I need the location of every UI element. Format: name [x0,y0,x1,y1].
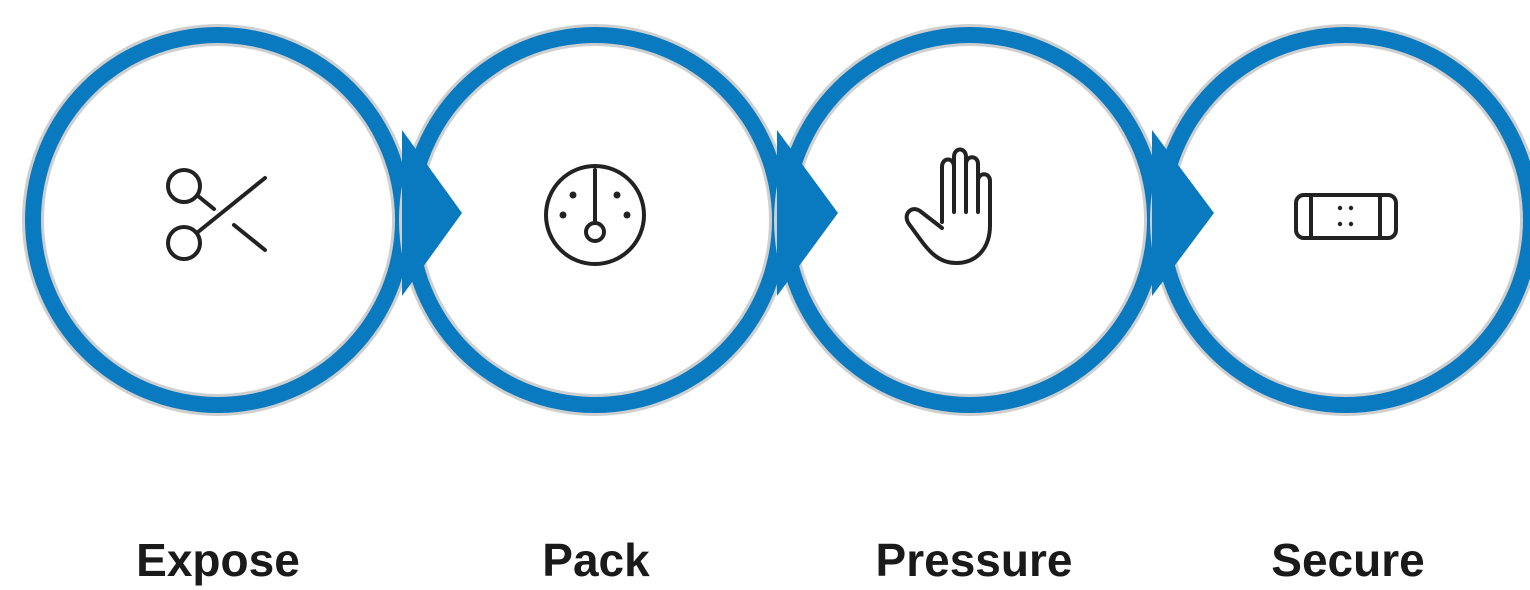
step-secure-face [1172,46,1520,394]
flow-arrow-2 [777,130,838,296]
gauge-icon [544,164,646,266]
step-pressure-face [796,46,1144,394]
step-label-pressure: Pressure [875,534,1073,586]
bandage-icon [1294,193,1398,240]
step-pressure [774,24,1166,416]
step-label-secure: Secure [1271,534,1425,586]
step-label-pack: Pack [542,534,650,586]
flow-arrow-3 [1152,130,1214,296]
step-label-expose: Expose [136,534,300,586]
hand-icon [904,147,992,265]
step-expose [22,24,414,416]
flow-arrow-1 [402,130,462,296]
scissors-icon [166,168,267,261]
step-expose-face [44,46,392,394]
step-secure [1150,24,1530,416]
